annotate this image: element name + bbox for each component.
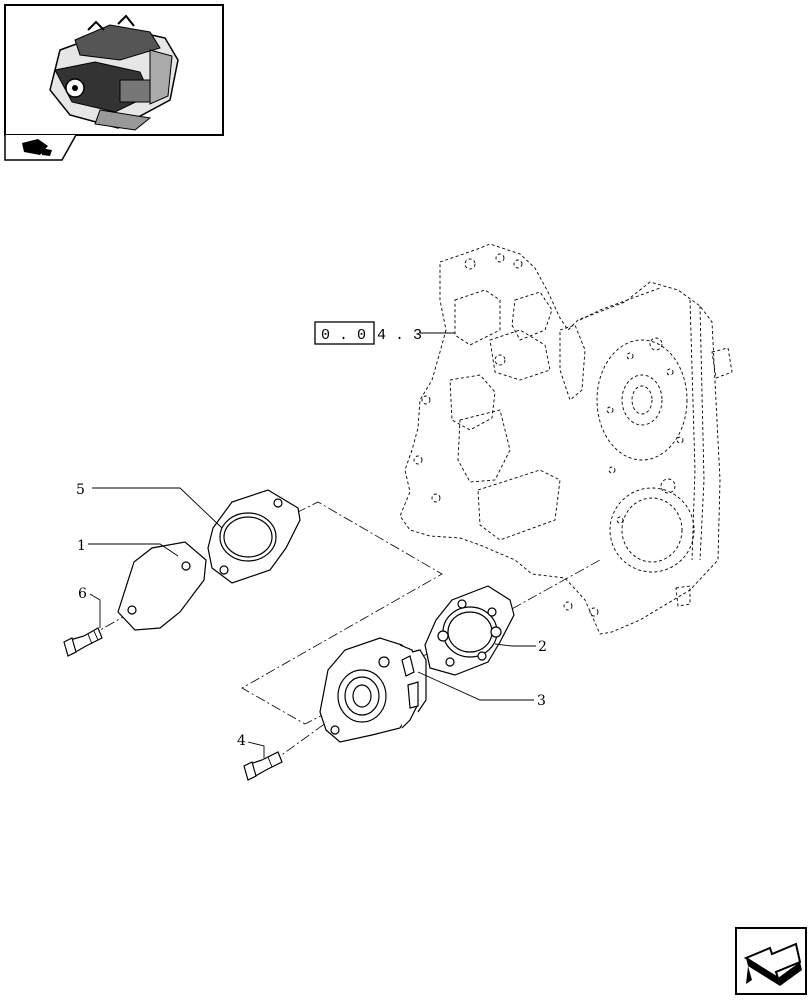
reference-label-boxed: 0 . 0	[321, 327, 366, 344]
part-1-cover-plate[interactable]	[117, 541, 207, 631]
book-tab-icon[interactable]	[4, 134, 77, 161]
engine-thumbnail-icon[interactable]	[4, 4, 224, 136]
callout-6[interactable]: 6	[78, 586, 87, 602]
part-3-pump-body[interactable]	[319, 637, 427, 743]
callout-leaders	[88, 487, 536, 758]
callout-3[interactable]: 3	[537, 693, 546, 709]
part-5-gasket[interactable]	[207, 489, 301, 584]
part-4-bolt[interactable]	[243, 751, 283, 781]
part-6-bolt[interactable]	[63, 627, 103, 657]
callout-4[interactable]: 4	[237, 733, 246, 749]
callout-5[interactable]: 5	[76, 482, 85, 498]
reference-label-rest: 4 . 3	[377, 327, 422, 344]
next-page-arrow-icon[interactable]	[735, 927, 807, 995]
timing-housing	[399, 243, 733, 635]
part-2-gasket[interactable]	[424, 585, 515, 676]
callout-1[interactable]: 1	[77, 538, 86, 554]
callout-2[interactable]: 2	[538, 639, 547, 655]
reference-label[interactable]: 0 . 0 4 . 3	[314, 321, 455, 345]
